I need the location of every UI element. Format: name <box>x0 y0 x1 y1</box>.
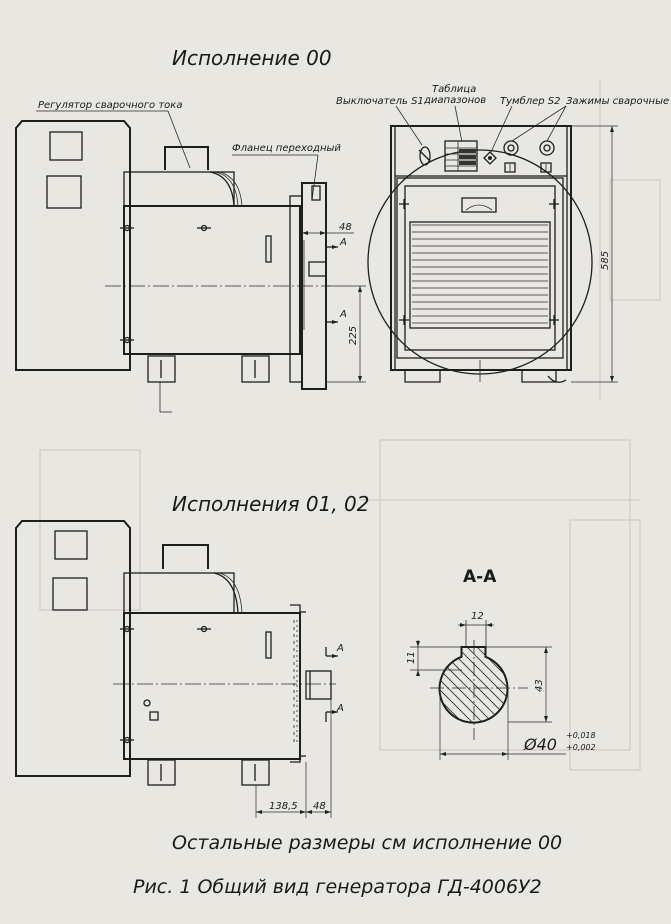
range-table-label-line2: диапазонов <box>423 95 486 106</box>
tolerance-upper: +0,018 <box>566 731 596 740</box>
background-show-through <box>39 80 661 771</box>
dim-diameter-40: Ø40 <box>523 735 557 754</box>
section-mark-a3: A <box>336 643 344 654</box>
dim-585-lines <box>571 125 618 383</box>
dim-138-5: 138,5 <box>269 801 298 812</box>
range-table-label-line1: Таблица <box>432 83 476 95</box>
dim-shaft-43: 43 <box>534 679 545 692</box>
bottom-length-dims <box>255 699 332 818</box>
section-mark-a1: A <box>339 237 347 248</box>
variant-00-title: Исполнение 00 <box>172 46 332 70</box>
top-side-view <box>15 120 330 413</box>
dim-585: 585 <box>600 251 611 270</box>
bottom-section-marks <box>325 647 338 722</box>
variant-01-02-title: Исполнения 01, 02 <box>172 492 370 516</box>
bottom-side-view <box>15 520 336 786</box>
figure-caption: Рис. 1 Общий вид генератора ГД-4006У2 <box>133 876 542 898</box>
dim-48-top: 48 <box>339 222 352 233</box>
shaft-section <box>410 620 566 760</box>
dim-225: 225 <box>348 326 359 345</box>
toggle-s2-label: Тумблер S2 <box>500 95 561 107</box>
tolerance-lower: +0,002 <box>566 743 596 752</box>
switch-s1-label: Выключатель S1 <box>336 96 424 107</box>
dim-key-12: 12 <box>471 611 484 622</box>
adapter-flange-label: Фланец переходный <box>232 143 341 154</box>
top-front-view <box>367 125 593 383</box>
section-aa-title: А-А <box>463 567 497 587</box>
dim-key-11: 11 <box>406 651 417 664</box>
current-regulator-label: Регулятор сварочного тока <box>38 100 182 111</box>
weld-terminals-label: Зажимы сварочные <box>566 96 669 107</box>
section-mark-a2: A <box>339 309 347 320</box>
dim-48-bottom: 48 <box>313 801 326 812</box>
top-left-dimensions <box>302 222 366 383</box>
dimensions-note: Остальные размеры см исполнение 00 <box>172 832 562 854</box>
section-mark-a4: A <box>336 703 344 714</box>
